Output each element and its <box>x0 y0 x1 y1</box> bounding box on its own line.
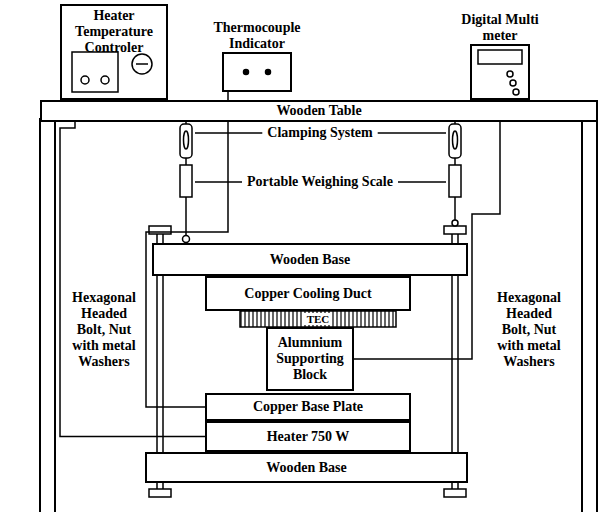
instrument-details <box>72 50 522 95</box>
controller-box: Heater Temperature Controler <box>60 4 168 100</box>
multimeter-box: Digital Multi meter <box>470 44 530 100</box>
tec-module <box>240 311 396 327</box>
node-text: Copper Cooling Duct <box>244 286 371 302</box>
node-text: Copper Base Plate <box>253 399 363 415</box>
node-text: Wooden Base <box>266 460 347 476</box>
wooden-base: Wooden Base <box>145 452 468 483</box>
indicator-box: Thermocouple Indicator <box>222 52 292 92</box>
heater-block: Heater 750 W <box>205 421 411 452</box>
part-label: Hexagonal Headed Bolt, Nut with metal Wa… <box>492 290 566 370</box>
part-label: Hexagonal Headed Bolt, Nut with metal Wa… <box>67 290 141 370</box>
table-top: Wooden Table <box>40 100 598 122</box>
wooden-base: Wooden Base <box>152 243 468 276</box>
part-label: Portable Weighing Scale <box>247 174 393 190</box>
wire <box>354 100 500 359</box>
node-text: Wooden Base <box>270 252 351 268</box>
node-text: Heater Temperature Controler <box>62 8 166 56</box>
node-text: Wooden Table <box>276 103 361 119</box>
node-text: Alumnium Supporting Block <box>268 335 352 383</box>
node-text: Heater 750 W <box>267 429 350 445</box>
table-legs <box>40 118 597 512</box>
part-label: TEC <box>304 313 333 325</box>
cooling-duct: Copper Cooling Duct <box>205 276 411 311</box>
part-label: Clamping System <box>267 125 372 141</box>
node-text: Digital Multi meter <box>444 12 556 44</box>
supporting-block: Alumnium Supporting Block <box>266 327 354 391</box>
node-text: Thermocouple Indicator <box>201 20 313 52</box>
clamps-and-scales <box>180 118 461 243</box>
copper-plate: Copper Base Plate <box>205 393 411 421</box>
